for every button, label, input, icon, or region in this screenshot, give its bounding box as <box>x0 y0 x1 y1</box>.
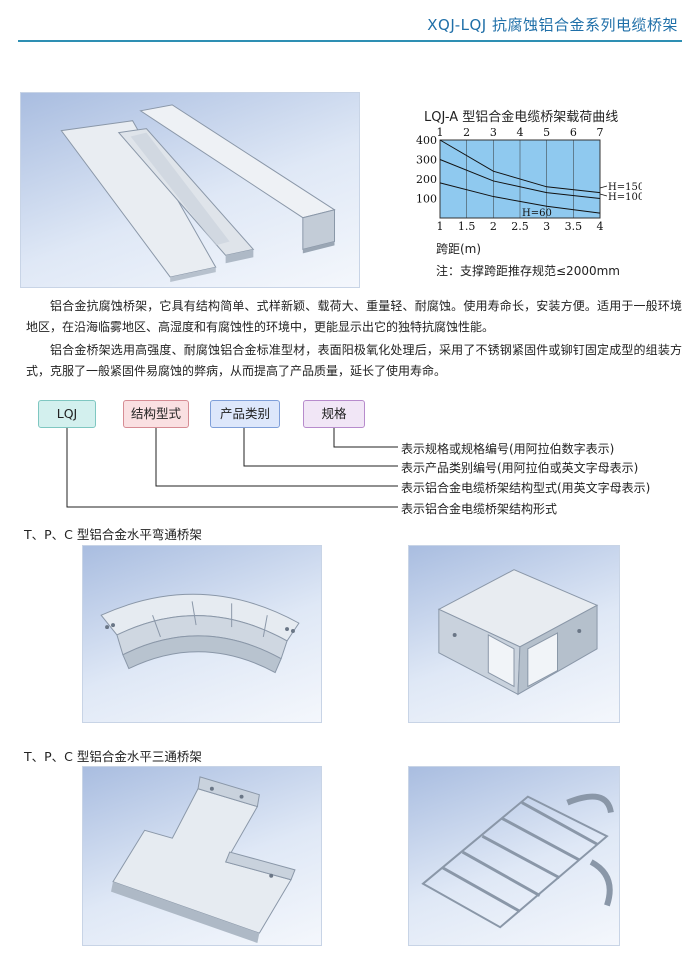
model-box-structure-type: 结构型式 <box>123 400 189 428</box>
top-tick-label: 7 <box>597 126 604 139</box>
intro-paragraph: 铝合金抗腐蚀桥架，它具有结构简单、式样新颖、载荷大、重量轻、耐腐蚀。使用寿命长，… <box>26 299 682 334</box>
model-box-spec: 规格 <box>303 400 365 428</box>
bottom-tick-label: 2 <box>490 220 497 233</box>
chart-title: LQJ-A 型铝合金电缆桥架载荷曲线 <box>424 110 619 125</box>
section-title-bend: T、P、C 型铝合金水平弯通桥架 <box>24 527 202 542</box>
explanation-spec: 表示规格或规格编号(用阿拉伯数字表示) <box>401 442 615 456</box>
top-tick-label: 6 <box>570 126 577 139</box>
product-photo-horizontal-cross <box>408 545 620 723</box>
explanation-structure-type: 表示铝合金电缆桥架结构型式(用英文字母表示) <box>401 481 651 495</box>
top-tick-label: 1 <box>437 126 444 139</box>
explanation-structure-form: 表示铝合金电缆桥架结构形式 <box>401 502 558 516</box>
curve-label-h150: H=150 <box>608 182 642 193</box>
y-tick-label: 400 <box>416 134 437 147</box>
chart-note: 注：支撑跨距推存规范≤2000mm <box>436 264 620 278</box>
model-box-product-category: 产品类别 <box>210 400 280 428</box>
product-photo-ladder-tee <box>408 766 620 946</box>
bottom-tick-label: 3 <box>543 220 550 233</box>
section-title-tee: T、P、C 型铝合金水平三通桥架 <box>24 749 202 764</box>
top-tick-label: 4 <box>517 126 524 139</box>
product-photo-horizontal-tee <box>82 766 322 946</box>
y-tick-label: 100 <box>416 193 437 206</box>
top-tick-label: 5 <box>543 126 550 139</box>
y-tick-label: 300 <box>416 154 437 167</box>
explanation-category: 表示产品类别编号(用阿拉伯或英文字母表示) <box>401 461 639 475</box>
bottom-tick-label: 3.5 <box>565 220 583 233</box>
series-line-h150 <box>439 139 601 194</box>
series-line-h100 <box>439 159 601 199</box>
chart-xlabel: 跨距(m) <box>436 242 482 256</box>
top-tick-label: 3 <box>490 126 497 139</box>
product-photo-horizontal-bend <box>82 545 322 723</box>
curve-label-h100: H=100 <box>608 192 642 203</box>
top-tick-label: 2 <box>463 126 470 139</box>
series-line-h60 <box>439 182 601 214</box>
bottom-tick-label: 2.5 <box>511 220 529 233</box>
page-header-title: XQJ-LQJ 抗腐蚀铝合金系列电缆桥架 <box>427 16 678 34</box>
model-box-lqj: LQJ <box>38 400 96 428</box>
y-tick-label: 200 <box>416 173 437 186</box>
bottom-tick-label: 1 <box>437 220 444 233</box>
load-curve-chart: 400 300 200 100 1 2 3 4 5 6 7 1 1.5 2 2.5 3 3.5 4 H=150… <box>416 126 642 233</box>
bottom-tick-label: 1.5 <box>458 220 476 233</box>
header-divider <box>18 40 682 42</box>
material-paragraph: 铝合金桥架选用高强度、耐腐蚀铝合金标准型材，表面阳极氧化处理后，采用了不锈钢紧固… <box>26 343 682 378</box>
curve-label-h60: H=60 <box>522 208 552 219</box>
product-photo-straight-trays <box>20 92 360 288</box>
bottom-tick-label: 4 <box>597 220 604 233</box>
